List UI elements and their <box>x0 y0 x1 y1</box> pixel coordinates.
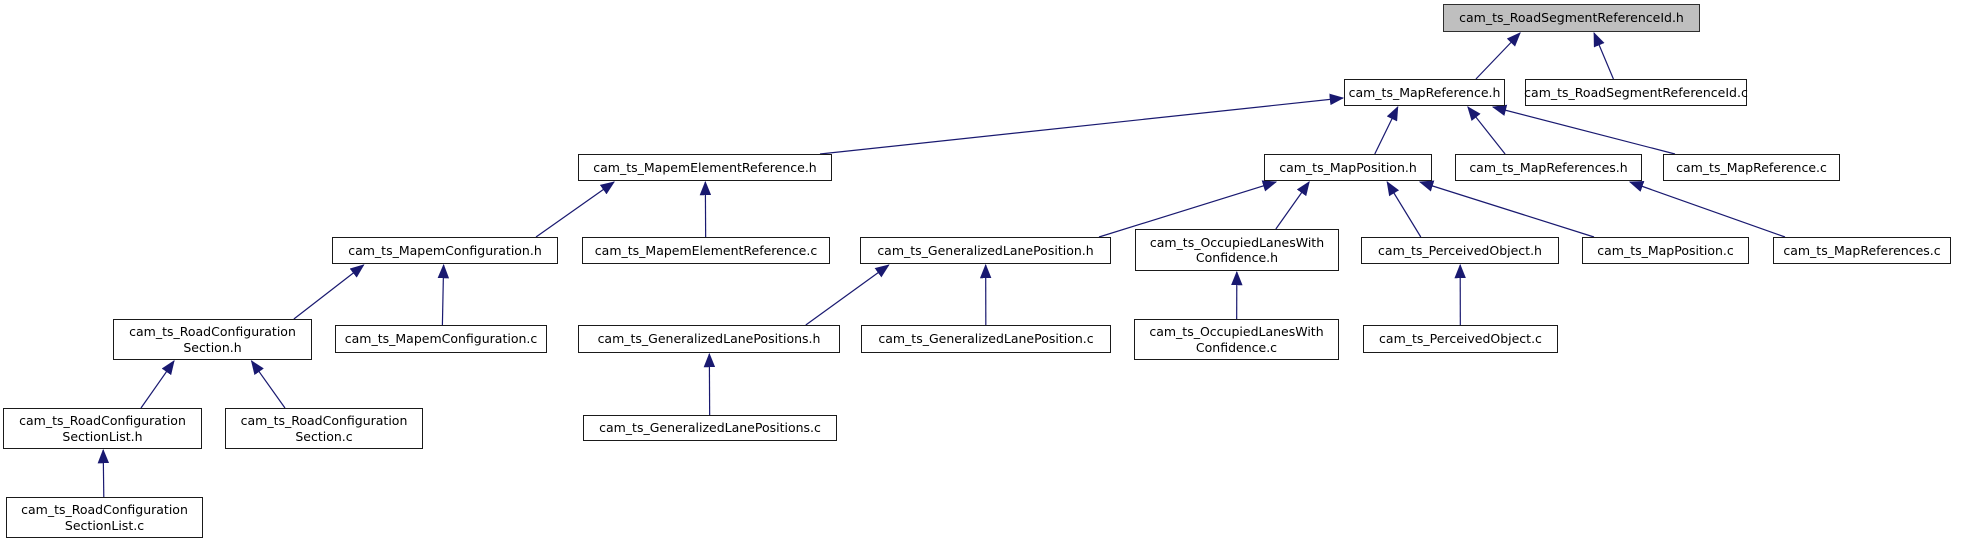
edge-maprefs-h-to-mapref-h <box>1467 106 1506 155</box>
graph-node-cam-ts-generalizedlanepositions-c[interactable]: cam_ts_GeneralizedLanePositions.c <box>583 415 837 441</box>
graph-node-cam-ts-roadconfiguration-sectionlist-h[interactable]: cam_ts_RoadConfiguration SectionList.h <box>3 408 202 449</box>
edge-mapref-c-to-mapref-h <box>1491 104 1676 155</box>
edge-rcsl-h-to-rcs-h <box>140 360 175 409</box>
graph-node-cam-ts-perceivedobject-h[interactable]: cam_ts_PerceivedObject.h <box>1361 237 1559 264</box>
edge-rcs-c-to-rcs-h <box>250 360 286 409</box>
graph-node-cam-ts-mapemelementreference-c[interactable]: cam_ts_MapemElementReference.c <box>582 237 830 264</box>
edge-rsri-c-to-rsri-h <box>1593 31 1614 80</box>
graph-node-cam-ts-occupiedlaneswith-confidence-c[interactable]: cam_ts_OccupiedLanesWith Confidence.c <box>1134 319 1339 360</box>
edge-mappos-c-to-mappos-h <box>1418 180 1595 238</box>
graph-node-cam-ts-mapreferences-h[interactable]: cam_ts_MapReferences.h <box>1455 154 1642 181</box>
graph-node-cam-ts-mapposition-c[interactable]: cam_ts_MapPosition.c <box>1582 237 1749 264</box>
graph-node-cam-ts-roadconfiguration-section-c[interactable]: cam_ts_RoadConfiguration Section.c <box>225 408 423 449</box>
graph-node-cam-ts-mapemconfiguration-c[interactable]: cam_ts_MapemConfiguration.c <box>335 325 547 353</box>
graph-node-cam-ts-roadsegmentreferenceid-c[interactable]: cam_ts_RoadSegmentReferenceId.c <box>1524 79 1748 106</box>
graph-node-cam-ts-mapposition-h[interactable]: cam_ts_MapPosition.h <box>1264 154 1432 181</box>
graph-node-cam-ts-mapemconfiguration-h[interactable]: cam_ts_MapemConfiguration.h <box>332 237 558 264</box>
edge-mapemconf-h-to-mer-h <box>535 181 615 238</box>
graph-node-cam-ts-perceivedobject-c[interactable]: cam_ts_PerceivedObject.c <box>1363 325 1558 353</box>
edge-maprefs-c-to-maprefs-h <box>1628 181 1786 238</box>
edge-mappos-h-to-mapref-h <box>1374 105 1399 155</box>
graph-node-cam-ts-generalizedlanepositions-h[interactable]: cam_ts_GeneralizedLanePositions.h <box>578 325 840 353</box>
edge-glps-h-to-glp-h <box>805 264 890 326</box>
graph-node-cam-ts-mapreference-h[interactable]: cam_ts_MapReference.h <box>1344 79 1505 106</box>
edge-mapref-h-to-rsri-h <box>1475 32 1521 80</box>
graph-node-cam-ts-roadsegmentreferenceid-h[interactable]: cam_ts_RoadSegmentReferenceId.h <box>1443 4 1700 32</box>
graph-node-cam-ts-occupiedlaneswith-confidence-h[interactable]: cam_ts_OccupiedLanesWith Confidence.h <box>1135 229 1339 271</box>
edge-po-h-to-mappos-h <box>1386 181 1422 238</box>
edge-rcsl-c-to-rcsl-h <box>97 448 110 498</box>
graph-node-cam-ts-mapreferences-c[interactable]: cam_ts_MapReferences.c <box>1773 237 1951 264</box>
edge-olwc-h-to-mappos-h <box>1275 181 1310 230</box>
graph-node-cam-ts-mapemelementreference-h[interactable]: cam_ts_MapemElementReference.h <box>578 154 832 181</box>
graph-node-cam-ts-mapreference-c[interactable]: cam_ts_MapReference.c <box>1663 154 1840 181</box>
graph-node-cam-ts-roadconfiguration-sectionlist-c[interactable]: cam_ts_RoadConfiguration SectionList.c <box>6 497 203 538</box>
edge-mapemconf-c-to-mapemconf-h <box>437 263 450 326</box>
edge-rcs-h-to-mapemconf-h <box>293 264 365 320</box>
graph-node-cam-ts-roadconfiguration-section-h[interactable]: cam_ts_RoadConfiguration Section.h <box>113 319 312 360</box>
graph-node-cam-ts-generalizedlaneposition-c[interactable]: cam_ts_GeneralizedLanePosition.c <box>861 325 1111 353</box>
graph-node-cam-ts-generalizedlaneposition-h[interactable]: cam_ts_GeneralizedLanePosition.h <box>860 237 1111 264</box>
edge-glp-h-to-mappos-h <box>1098 180 1278 238</box>
edge-mer-h-to-mapref-h <box>819 93 1345 155</box>
